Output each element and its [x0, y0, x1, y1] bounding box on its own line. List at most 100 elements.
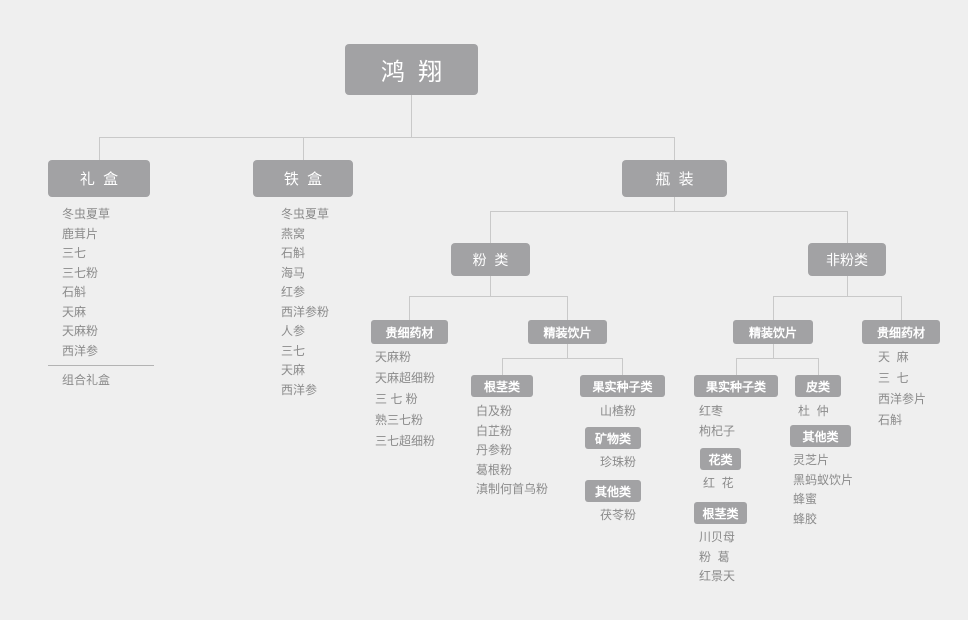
connector-line — [736, 358, 737, 375]
connector-line — [99, 137, 674, 138]
tag-nonpowder-precious-herbs: 贵细药材 — [862, 320, 940, 344]
tag-powder-mineral: 矿物类 — [585, 427, 641, 449]
nonpowder-other-list: 灵芝片黑蚂蚁饮片蜂蜜蜂胶 — [793, 451, 853, 529]
tin-box-list: 冬虫夏草燕窝石斛海马红参西洋参粉人参三七天麻西洋参 — [281, 205, 329, 400]
gift-box-divider — [48, 365, 154, 366]
list-item: 三七超细粉 — [375, 434, 436, 448]
list-item: 熟三七粉 — [375, 413, 424, 427]
connector-line — [567, 344, 568, 358]
connector-line — [99, 137, 100, 160]
tag-nonpowder-root-stem: 根茎类 — [694, 502, 747, 524]
list-item: 石斛 — [878, 413, 903, 427]
list-item: 灵芝片 — [793, 453, 830, 467]
tag-powder-fruit-seed: 果实种子类 — [580, 375, 665, 397]
list-item: 西洋参 — [62, 343, 99, 358]
tag-nonpowder-flower: 花类 — [700, 448, 741, 470]
tag-nonpowder-other: 其他类 — [790, 425, 851, 447]
node-non-powder: 非粉类 — [808, 243, 886, 276]
tag-powder-precious-herbs: 贵细药材 — [371, 320, 448, 344]
connector-line — [502, 358, 622, 359]
connector-line — [674, 197, 675, 211]
list-item: 蜂蜜 — [793, 492, 818, 506]
list-item: 红景天 — [699, 569, 736, 583]
connector-line — [303, 137, 304, 160]
list-item: 山楂粉 — [600, 404, 637, 418]
list-item: 白及粉 — [476, 404, 513, 418]
connector-line — [490, 211, 847, 212]
tag-powder-root-stem: 根茎类 — [471, 375, 533, 397]
list-item: 天麻超细粉 — [375, 371, 436, 385]
list-item: 杜 仲 — [798, 404, 829, 418]
connector-line — [773, 344, 774, 358]
nonpowder-bark-list: 杜 仲 — [798, 402, 829, 422]
connector-line — [409, 296, 410, 320]
list-item: 三七 — [281, 343, 306, 358]
connector-line — [409, 296, 567, 297]
powder-precious-list: 天麻粉天麻超细粉三 七 粉熟三七粉三七超细粉 — [375, 347, 435, 452]
connector-line — [490, 276, 491, 296]
list-item: 葛根粉 — [476, 462, 513, 477]
list-item: 天 麻 — [878, 350, 909, 364]
node-bottled: 瓶 装 — [622, 160, 727, 197]
tag-nonpowder-packaged-slices: 精装饮片 — [733, 320, 813, 344]
gift-box-list: 冬虫夏草鹿茸片三七三七粉石斛天麻天麻粉西洋参 — [62, 205, 110, 361]
list-item: 燕窝 — [281, 226, 306, 241]
list-item: 西洋参 — [281, 382, 318, 397]
nonpowder-root-stem-list: 川贝母粉 葛红景天 — [699, 528, 735, 587]
list-item: 天麻粉 — [62, 324, 99, 338]
list-item: 石斛 — [62, 285, 87, 299]
connector-line — [818, 358, 819, 375]
list-item: 蜂胶 — [793, 511, 818, 526]
node-tin-box: 铁 盒 — [253, 160, 353, 197]
tag-powder-packaged-slices: 精装饮片 — [528, 320, 607, 344]
connector-line — [847, 211, 848, 243]
list-item: 枸杞子 — [699, 423, 736, 438]
list-item: 红参 — [281, 285, 306, 299]
list-item: 石斛 — [281, 246, 306, 260]
tag-nonpowder-fruit-seed: 果实种子类 — [694, 375, 778, 397]
list-item: 白芷粉 — [476, 423, 513, 438]
list-item: 人参 — [281, 324, 306, 338]
nonpowder-precious-list: 天 麻三 七西洋参片石斛 — [878, 347, 926, 431]
list-item: 红枣 — [699, 404, 724, 418]
list-item: 冬虫夏草 — [281, 207, 330, 221]
connector-line — [411, 95, 412, 137]
connector-line — [773, 296, 901, 297]
powder-root-stem-list: 白及粉白芷粉丹参粉葛根粉滇制何首乌粉 — [476, 402, 548, 500]
tag-nonpowder-bark: 皮类 — [795, 375, 841, 397]
connector-line — [502, 358, 503, 375]
nonpowder-fruit-seed-list: 红枣枸杞子 — [699, 402, 735, 441]
list-item: 粉 葛 — [699, 549, 730, 564]
node-powder: 粉 类 — [451, 243, 530, 276]
list-item: 天麻 — [281, 363, 306, 377]
list-item: 西洋参粉 — [281, 304, 330, 319]
list-item: 海马 — [281, 265, 306, 280]
nonpowder-flower-list: 红 花 — [703, 474, 734, 494]
list-item: 西洋参片 — [878, 392, 927, 406]
list-item: 鹿茸片 — [62, 226, 99, 241]
powder-mineral-list: 珍珠粉 — [600, 453, 636, 473]
gift-box-combo: 组合礼盒 — [62, 371, 110, 391]
list-item: 冬虫夏草 — [62, 207, 111, 221]
list-item: 三 七 粉 — [375, 392, 418, 406]
list-item: 天麻 — [62, 304, 87, 319]
connector-line — [490, 211, 491, 243]
connector-line — [847, 276, 848, 296]
node-root-brand: 鸿 翔 — [345, 44, 478, 95]
list-item: 红 花 — [703, 476, 734, 490]
connector-line — [736, 358, 818, 359]
node-gift-box: 礼 盒 — [48, 160, 150, 197]
powder-fruit-seed-list: 山楂粉 — [600, 402, 636, 422]
list-item: 丹参粉 — [476, 443, 513, 457]
connector-line — [674, 137, 675, 160]
connector-line — [773, 296, 774, 320]
tag-powder-other: 其他类 — [585, 480, 641, 502]
list-item: 组合礼盒 — [62, 373, 111, 387]
list-item: 三 七 — [878, 371, 909, 385]
list-item: 黑蚂蚁饮片 — [793, 472, 854, 487]
list-item: 川贝母 — [699, 530, 736, 544]
list-item: 天麻粉 — [375, 350, 412, 364]
list-item: 珍珠粉 — [600, 455, 637, 469]
list-item: 茯苓粉 — [600, 508, 637, 522]
